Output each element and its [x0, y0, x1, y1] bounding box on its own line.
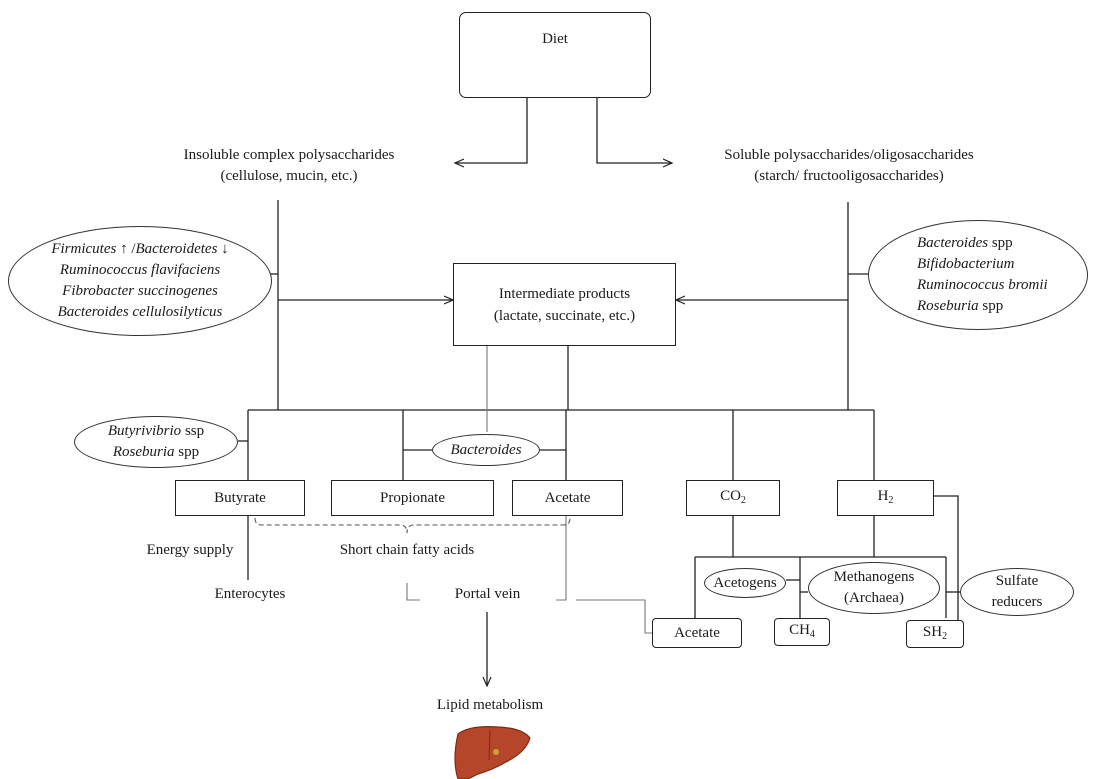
bacteroides-spp-label: Bacteroides	[917, 235, 989, 251]
portal-vein-label: Portal vein	[454, 586, 521, 602]
h2-label: H2	[878, 486, 894, 511]
h2-box: H2	[837, 480, 934, 516]
sulfate-line2: reducers	[991, 594, 1043, 610]
ruminococcus-flavifaciens: Ruminococcus flavifaciens	[59, 262, 221, 278]
insoluble-line1: Insoluble complex polysaccharides	[183, 147, 395, 163]
acetogens-label: Acetogens	[713, 574, 777, 591]
soluble-line2: (starch/ fructooligosaccharides)	[754, 168, 944, 184]
insoluble-line2: (cellulose, mucin, etc.)	[220, 168, 358, 184]
ruminococcus-bromii: Ruminococcus bromii	[917, 277, 1048, 293]
roseburia-spp-label: Roseburia	[917, 298, 979, 314]
methanogens-line1: Methanogens	[833, 569, 915, 585]
ch4-sub: 4	[809, 628, 815, 640]
roseburia-spp-suffix: spp	[978, 298, 1004, 314]
co2-box: CO2	[686, 480, 780, 516]
sh2-sub: 2	[942, 630, 948, 642]
sulfate-line1: Sulfate	[995, 573, 1039, 589]
propionate-label: Propionate	[380, 489, 445, 506]
methanogens-line2: (Archaea)	[844, 590, 904, 606]
fibrobacter-succinogenes: Fibrobacter succinogenes	[62, 283, 218, 299]
bacteroides-spp-suffix: spp	[988, 235, 1013, 251]
bacteroides-cellulosilyticus: Bacteroides cellulosilyticus	[57, 304, 223, 320]
acetate-label: Acetate	[544, 489, 591, 506]
fiber-degrading-bacteria-oval: Firmicutes ↑ /Bacteroidetes ↓ Ruminococc…	[8, 226, 272, 336]
acetogens-oval: Acetogens	[704, 568, 786, 598]
starch-degrading-bacteria-oval: Bacteroides spp Bifidobacterium Ruminoco…	[868, 220, 1088, 330]
bacteroides-label: Bacteroides	[450, 441, 522, 458]
insoluble-label: Insoluble complex polysaccharides (cellu…	[155, 145, 423, 187]
propionate-box: Propionate	[331, 480, 494, 516]
soluble-line1: Soluble polysaccharides/oligosaccharides	[724, 147, 974, 163]
energy-supply-label: Energy supply	[146, 542, 234, 558]
co2-main: CO	[720, 487, 741, 504]
ch4-box: CH4	[774, 618, 830, 646]
intermediate-line1: Intermediate products	[498, 285, 631, 302]
diet-label: Diet	[542, 31, 568, 47]
intermediate-products-box: Intermediate products (lactate, succinat…	[453, 263, 676, 346]
butyrivibrio-suffix: ssp	[181, 423, 205, 439]
h2-sub: 2	[888, 494, 894, 506]
bacteroides-oval: Bacteroides	[432, 434, 540, 466]
roseburia-suffix: spp	[174, 444, 200, 460]
firmicutes-label: Firmicutes	[51, 241, 117, 257]
enterocytes-label: Enterocytes	[214, 586, 286, 602]
intermediate-line2: (lactate, succinate, etc.)	[493, 307, 636, 324]
methanogens-oval: Methanogens (Archaea)	[808, 562, 940, 614]
soluble-label: Soluble polysaccharides/oligosaccharides…	[693, 145, 1005, 187]
acetate-product-label: Acetate	[674, 624, 720, 641]
firmicutes-arrow: ↑ /	[116, 241, 136, 257]
butyrate-box: Butyrate	[175, 480, 305, 516]
diet-box: Diet	[459, 12, 651, 98]
bifidobacterium: Bifidobacterium	[917, 256, 1015, 272]
ch4-main: CH	[789, 621, 810, 638]
butyrate-label: Butyrate	[214, 489, 266, 506]
bacteroidetes-label: Bacteroidetes	[135, 241, 218, 257]
butyrivibrio-label: Butyrivibrio	[107, 423, 182, 439]
butyrate-bacteria-oval: Butyrivibrio ssp Roseburia spp	[74, 416, 238, 468]
acetate-box: Acetate	[512, 480, 623, 516]
acetate-product-box: Acetate	[652, 618, 742, 648]
co2-sub: 2	[740, 494, 746, 506]
lipid-metabolism-label: Lipid metabolism	[436, 697, 544, 713]
sh2-label: SH2	[923, 622, 947, 647]
sulfate-reducers-oval: Sulfate reducers	[960, 568, 1074, 616]
sh2-main: SH	[922, 623, 943, 640]
scfa-label: Short chain fatty acids	[339, 542, 475, 558]
co2-label: CO2	[720, 486, 746, 511]
ch4-label: CH4	[789, 620, 815, 645]
liver-icon	[454, 726, 531, 779]
roseburia-label: Roseburia	[112, 444, 175, 460]
bacteroidetes-arrow: ↓	[217, 241, 229, 257]
sh2-box: SH2	[906, 620, 964, 648]
h2-main: H	[877, 487, 889, 504]
